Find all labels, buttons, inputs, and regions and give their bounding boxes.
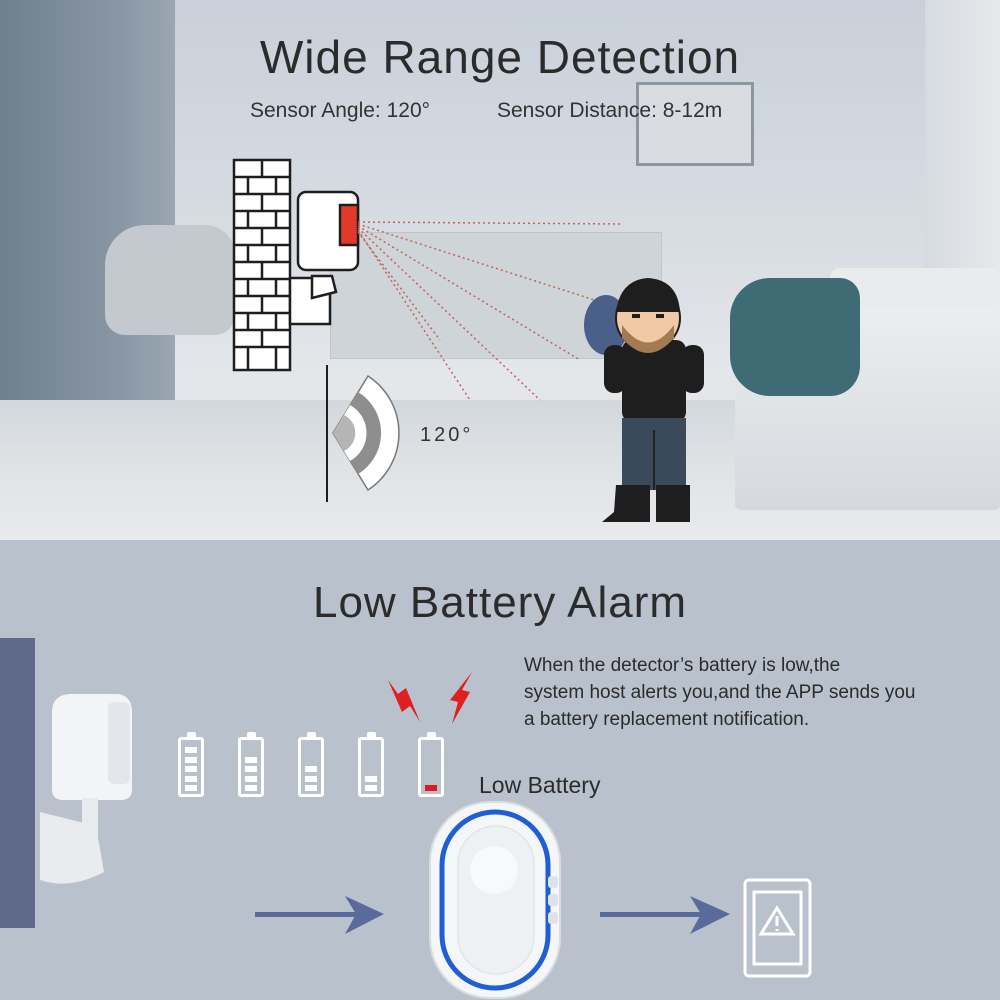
battery-icon <box>178 732 204 797</box>
bed-blanket <box>730 278 860 396</box>
battery-alarm-illustration <box>40 672 812 999</box>
arrow-right-icon <box>255 896 730 934</box>
battery-cell <box>425 785 437 791</box>
battery-cell <box>305 775 317 782</box>
battery-cell <box>245 785 257 791</box>
battery-cell <box>185 775 197 782</box>
lightning-alert-icon <box>388 672 472 724</box>
phone-warning-icon <box>743 878 812 978</box>
motion-sensor-icon <box>288 190 360 326</box>
battery-cell <box>365 785 377 791</box>
battery-cell <box>245 766 257 772</box>
battery-cell <box>245 756 257 763</box>
wall-sensor-icon <box>40 694 132 884</box>
description-line: system host alerts you,and the APP sends… <box>524 682 916 703</box>
battery-alarm-title: Low Battery Alarm <box>312 578 688 627</box>
battery-icon <box>358 732 384 797</box>
low-battery-label: Low Battery <box>479 772 601 798</box>
battery-cell <box>365 775 377 782</box>
side-accent-bar <box>0 638 35 928</box>
battery-cell <box>185 747 197 753</box>
battery-cell <box>305 785 317 791</box>
brick-wall-icon <box>232 158 292 372</box>
wide-range-detection-section: Wide Range Detection Sensor Angle: 120° … <box>0 0 1000 540</box>
host-hub-icon <box>429 801 561 999</box>
battery-cell <box>185 756 197 763</box>
wall-picture-frame <box>636 82 754 166</box>
detection-angle-icon <box>326 365 400 502</box>
battery-cell <box>245 775 257 782</box>
battery-description: When the detector’s battery is low,the s… <box>524 652 994 733</box>
sensor-angle-text: Sensor Angle: 120° <box>250 99 431 122</box>
angle-label: 120° <box>420 424 474 446</box>
person-figure <box>584 278 704 522</box>
detection-title: Wide Range Detection <box>259 31 741 83</box>
battery-cell <box>185 785 197 791</box>
battery-cell <box>305 766 317 772</box>
battery-icon <box>298 732 324 797</box>
battery-icon <box>418 732 444 797</box>
description-line: When the detector’s battery is low,the <box>524 655 841 676</box>
sensor-distance-text: Sensor Distance: 8-12m <box>497 99 723 122</box>
battery-icon <box>238 732 264 797</box>
chair <box>105 225 235 335</box>
description-line: a battery replacement notification. <box>524 709 810 730</box>
battery-cell <box>185 766 197 772</box>
detection-rays <box>357 221 621 401</box>
detection-illustration <box>232 158 704 522</box>
